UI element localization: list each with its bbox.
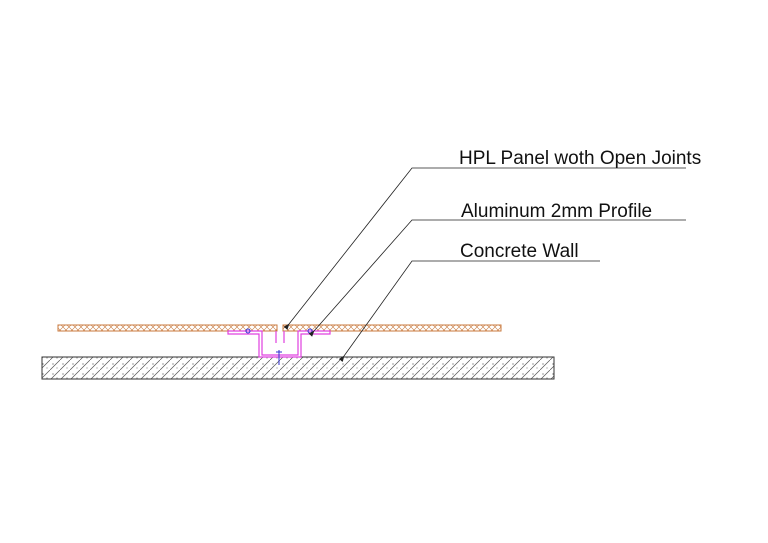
concrete-wall	[41, 356, 555, 380]
label-aluminum-profile: Aluminum 2mm Profile	[461, 201, 652, 222]
aluminum-profile	[227, 330, 331, 358]
leader-concrete-wall	[338, 260, 600, 362]
leader-hpl-panel	[283, 167, 686, 330]
rivet-left-icon	[245, 328, 251, 334]
hpl-panel-left	[57, 324, 278, 332]
leader-aluminum-profile	[308, 219, 686, 337]
label-hpl-panel: HPL Panel woth Open Joints	[459, 148, 701, 169]
hpl-panel-right	[282, 324, 502, 332]
label-concrete-wall: Concrete Wall	[460, 241, 579, 262]
anchor-bolt-icon	[276, 350, 282, 365]
leader-lines	[283, 167, 686, 362]
